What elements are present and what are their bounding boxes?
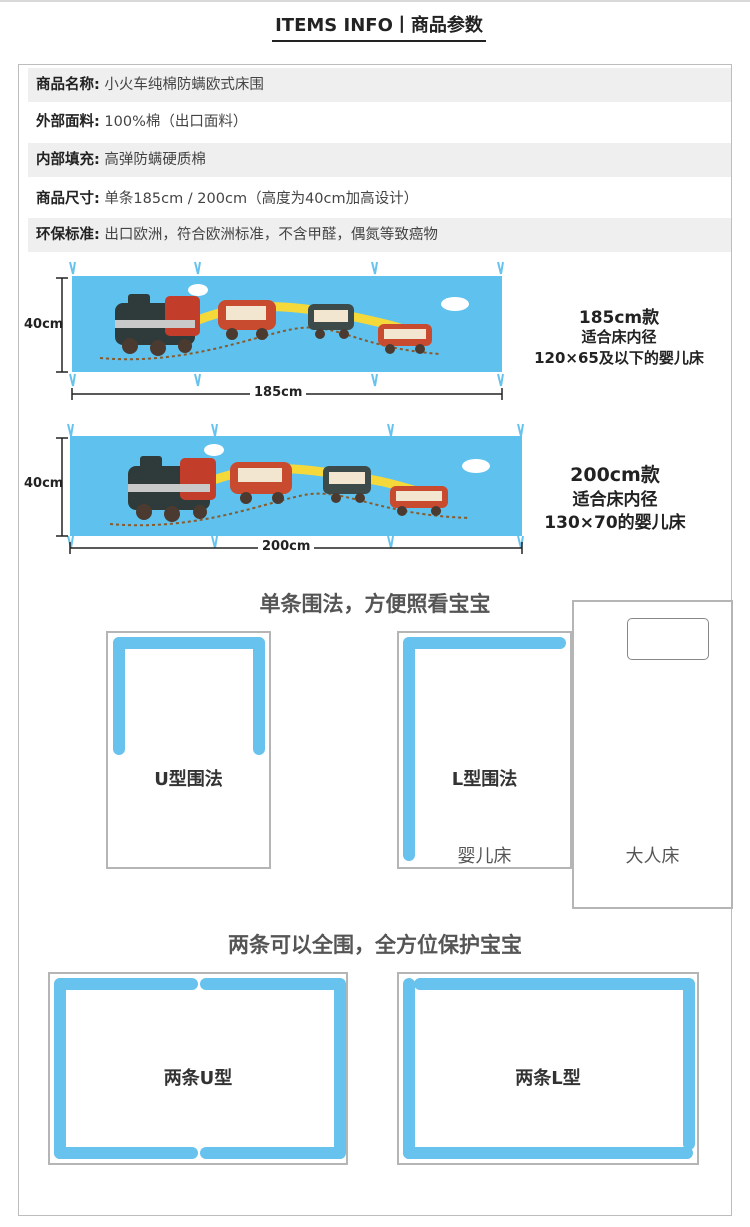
top-divider [0, 0, 750, 2]
spec-row-filling: 内部填充: 高弹防螨硬质棉 [28, 143, 731, 177]
height-label-185: 40cm [24, 317, 64, 332]
bumper-left [113, 637, 125, 755]
page-heading: ITEMS INFO丨商品参数 [272, 12, 486, 42]
spec-185-line1: 适合床内径 [581, 328, 657, 346]
pillow [627, 618, 709, 660]
bumper-bottom [403, 1147, 693, 1159]
spec-200-line2: 130×70的婴儿床 [544, 513, 686, 533]
width-label-185: 185cm [250, 385, 307, 400]
crib-double-l [397, 972, 699, 1165]
double-u-label: 两条U型 [163, 1068, 233, 1089]
l-shape-label: L型围法 [451, 769, 518, 790]
bumper-top-left [54, 978, 198, 990]
spec-185-title: 185cm款 [578, 308, 660, 328]
double-section-title: 两条可以全围，全方位保护宝宝 [228, 933, 522, 957]
crib-caption: 婴儿床 [457, 846, 512, 867]
bumper-top [414, 978, 693, 990]
bumper-right [253, 637, 265, 755]
width-label-200: 200cm [258, 539, 315, 554]
bumper-left [403, 978, 415, 1159]
spec-row-name: 商品名称: 小火车纯棉防螨欧式床围 [28, 68, 731, 102]
single-section-title: 单条围法，方便照看宝宝 [259, 592, 491, 616]
bumper-top-right [200, 978, 344, 990]
crib-l-shape [397, 631, 572, 869]
crib-u-shape [106, 631, 271, 869]
spec-200-line1: 适合床内径 [572, 490, 658, 510]
bumper-bottom-right [200, 1147, 344, 1159]
spec-row-fabric: 外部面料: 100%棉（出口面料） [36, 114, 248, 130]
u-shape-label: U型围法 [154, 769, 223, 790]
bumper-top [403, 637, 566, 649]
adult-bed [572, 600, 733, 909]
crib-double-u [48, 972, 348, 1165]
bumper-right [683, 978, 695, 1150]
bumper-right [334, 978, 346, 1159]
spec-row-eco: 环保标准: 出口欧洲，符合欧洲标准，不含甲醛，偶氮等致癌物 [28, 218, 731, 252]
spec-185-line2: 120×65及以下的婴儿床 [534, 349, 704, 367]
spec-row-size: 商品尺寸: 单条185cm / 200cm（高度为40cm加高设计） [36, 191, 419, 207]
bumper-illustration-185 [56, 261, 504, 400]
bumper-left [54, 978, 66, 1159]
spec-200-title: 200cm款 [570, 464, 660, 486]
adult-bed-caption: 大人床 [625, 846, 680, 867]
bumper-bottom-left [54, 1147, 198, 1159]
height-label-200: 40cm [24, 476, 64, 491]
double-l-label: 两条L型 [515, 1068, 581, 1089]
bumper-top [113, 637, 265, 649]
bumper-illustration-200 [56, 423, 524, 554]
bumper-left [403, 637, 415, 861]
